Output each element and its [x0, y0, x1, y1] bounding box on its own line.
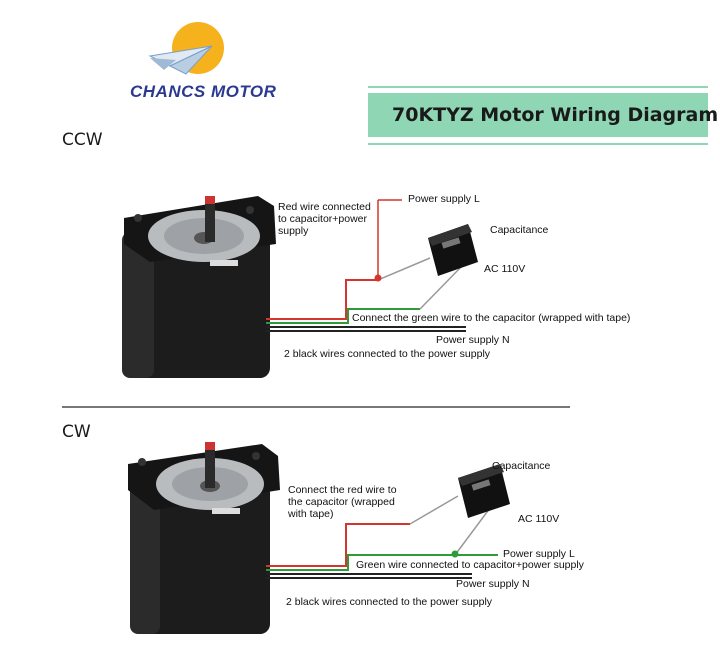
cw-red-note-1: Connect the red wire to	[288, 484, 397, 496]
logo-brand: CHANCS MOTOR	[130, 82, 277, 101]
cw-power-l: Power supply L	[503, 548, 575, 560]
logo-icon	[148, 22, 224, 75]
ccw-black-note: 2 black wires connected to the power sup…	[284, 348, 491, 360]
cw-power-n: Power supply N	[456, 578, 530, 590]
ccw-red-note-2: to capacitor+power	[278, 213, 368, 225]
cw-red-note-3: with tape)	[288, 508, 334, 520]
cw-wires	[266, 495, 498, 579]
cw-black-note: 2 black wires connected to the power sup…	[286, 596, 493, 608]
ccw-red-note-1: Red wire connected	[278, 201, 371, 213]
cw-label: CW	[62, 422, 91, 442]
ccw-wires	[266, 199, 466, 332]
section-divider	[62, 406, 570, 408]
ccw-capacitor	[428, 224, 478, 276]
ccw-power-n: Power supply N	[436, 334, 510, 346]
title-bottom-line	[368, 143, 708, 145]
title-top-line	[368, 86, 708, 88]
cw-capacitance: Capacitance	[492, 460, 551, 472]
ccw-ac: AC 110V	[484, 263, 526, 275]
cw-red-note-2: the capacitor (wrapped	[288, 496, 395, 508]
ccw-motor	[122, 196, 276, 378]
ccw-red-note-3: supply	[278, 225, 309, 237]
ccw-capacitance: Capacitance	[490, 224, 549, 236]
ccw-green-note: Connect the green wire to the capacitor …	[352, 312, 631, 324]
cw-motor	[128, 442, 280, 634]
ccw-power-l: Power supply L	[408, 193, 480, 205]
cw-capacitor	[458, 464, 510, 518]
cw-green-note: Green wire connected to capacitor+power …	[356, 559, 584, 571]
page-title: 70KTYZ Motor Wiring Diagram	[392, 104, 719, 126]
ccw-label: CCW	[62, 130, 103, 150]
cw-ac: AC 110V	[518, 513, 560, 525]
title-banner	[368, 93, 708, 137]
